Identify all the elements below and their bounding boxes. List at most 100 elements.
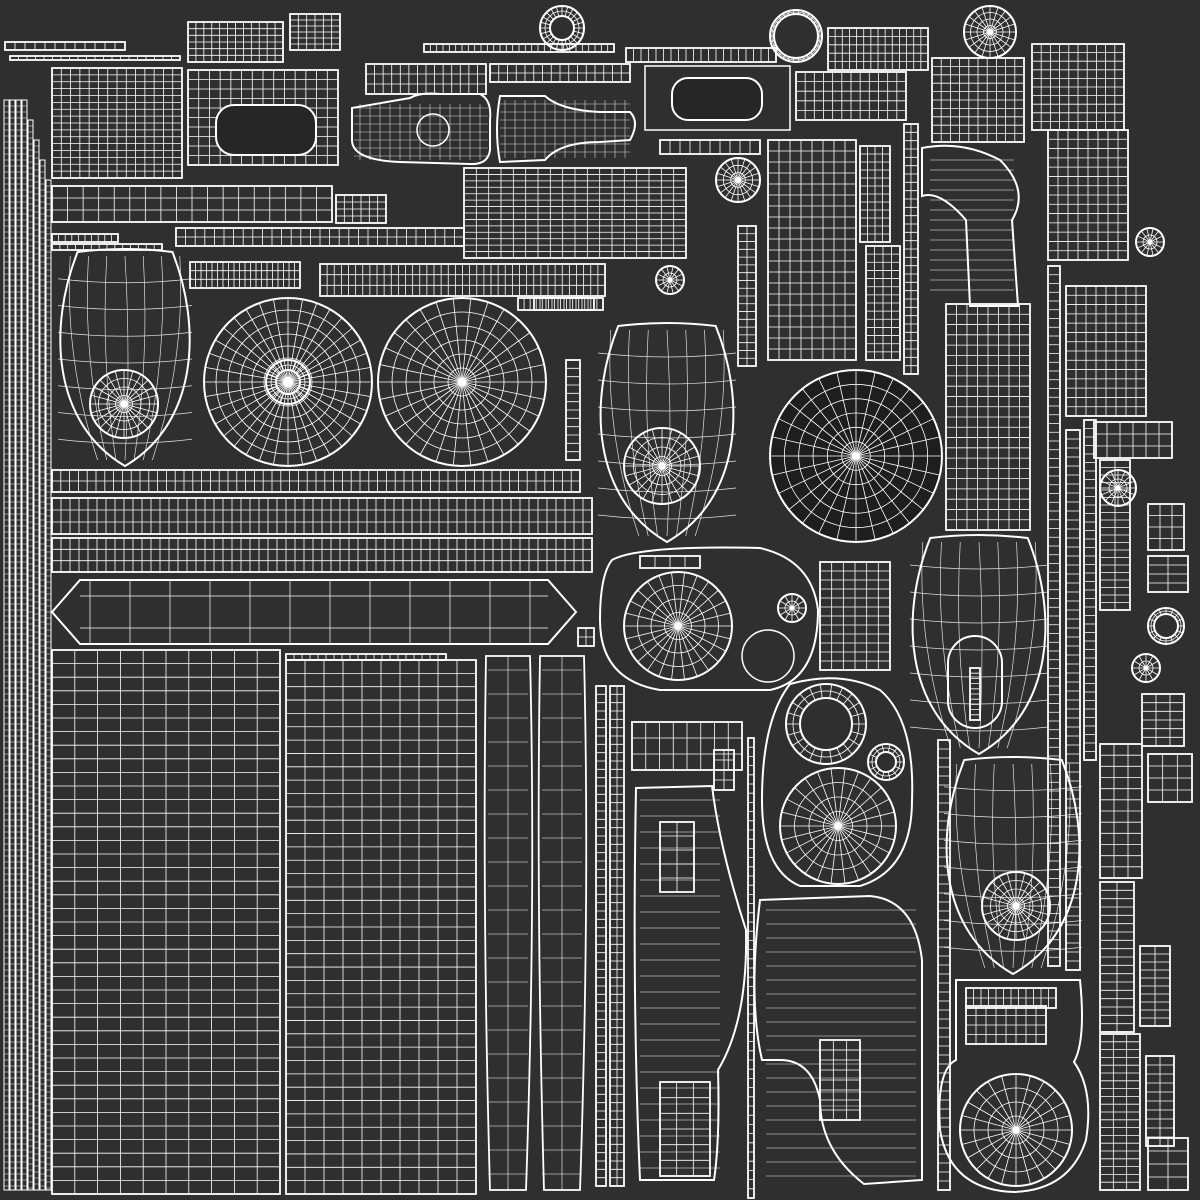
radial-disc-left [203,297,373,467]
right-parts-b [1147,503,1185,551]
strip-row-2 [51,497,593,535]
control-mini-disc [777,593,807,623]
tiny-tiles-a [565,359,581,461]
mid-col-strip-a-lines [738,226,756,366]
bottom-shell-disc-hub [1013,1127,1019,1133]
right-parts-g [1099,881,1135,1033]
narrow-strip-c-lines [904,124,918,374]
vertical-strip-mesh [488,656,528,1190]
oval-shell-bottom-right-inner-disc [981,871,1051,941]
bottle-cap-top-lines [366,64,486,94]
right-parts-i-lines [1100,1034,1140,1190]
long-bar-a-lines [58,234,112,242]
small-icon-cluster-lines [578,628,594,646]
control-oval-outline [598,546,820,691]
thin-col-a [595,685,607,1187]
right-mini-disc-spokes [1100,470,1136,506]
top-thin-bar-lines [429,44,609,52]
right-small-ring-inner [1153,613,1179,639]
top-tiles-row-lines [52,186,332,222]
right-tall-strip [1047,265,1061,967]
bottle-mesh [354,104,488,160]
bottom-shell-panel [965,987,1057,1009]
control-panel-disc-spokes [624,572,732,680]
elbow-bottom-mesh [766,909,916,1177]
mid-col-strip-d [747,737,755,1199]
large-grid-panel-center-lines [286,660,476,1194]
top-wide-grid [51,67,183,179]
top-tiles-row [51,185,333,223]
edge-strip-lines [34,139,39,1185]
narrow-strip-c [903,123,919,375]
ring-small-inner [875,751,897,773]
edge-strip [21,99,28,1191]
ring-bottom-disc-spokes [780,768,896,884]
edge-strip [39,159,46,1191]
large-grid-panel-left-lines [52,650,280,1194]
oval-shell-left-inner-disc-spokes [90,370,158,438]
small-disc-mid-hub [667,277,673,283]
right-tall-strip-3 [1083,419,1097,761]
strip-row-1 [51,469,581,493]
ring-top-inner [799,697,853,751]
block-above-tall [631,721,743,771]
top-center-small-lines [523,298,598,310]
edge-strip-lines [22,99,27,1187]
mid-col-strip-c [937,739,951,1191]
top-right-rect-grid [827,27,929,71]
radial-disc-left-hub [265,359,311,405]
block-above-tall-lines [632,722,742,770]
control-mini-disc-hub [789,605,795,611]
bottle-mesh [500,100,630,158]
edge-strip [33,139,40,1191]
slot-inner-lines [970,672,980,716]
top-ring-large-inner [773,13,819,59]
radial-disc-left-hub [285,379,291,385]
top-ring-large [769,9,823,63]
top-right-grid-d [1031,43,1125,131]
right-tall-strip-3-lines [1084,428,1096,752]
top-right-disc [963,5,1017,59]
tall-shell-panel-2 [659,1081,711,1177]
top-right-rect-grid-lines [828,28,928,70]
tall-shell-panel-2-lines [660,1082,710,1176]
top-right-grid-b [795,71,907,121]
rounded-rect-outline [215,104,317,156]
small-disc-mid [655,265,685,295]
right-parts-e [1147,753,1193,803]
small-tiles-row [335,194,387,224]
curved-panel-b-lines [946,304,1030,530]
oval-shell-bottom-right-inner-disc-spokes [982,872,1050,940]
elbow-mesh [930,159,1014,291]
grid-block-mid [819,561,891,671]
oval-shell-bottom-right-mesh [943,763,1083,969]
strip-row-3-lines [52,538,592,572]
small-disc-top [715,157,761,203]
oval-shell-right-mesh [909,541,1049,749]
right-tall-strip-2 [1065,429,1081,971]
edge-strip [45,179,52,1191]
small-disc-mid-spokes [656,266,684,294]
top-wide-strip-lines [190,262,300,288]
top-bar-small-lines [669,140,751,154]
large-grid-panel-left [51,649,281,1195]
edge-strip [15,99,22,1191]
top-wide-strip [189,261,301,289]
bottom-shell-panel-2-lines [966,1006,1046,1044]
bottom-shell-panel-2 [965,1005,1047,1045]
small-disc-top-spokes [716,158,760,202]
bottle-shape-right [496,95,636,164]
slot-outline [947,635,1003,729]
control-buttons [639,555,701,569]
right-parts-c [1147,555,1189,593]
oval-shell-bottom-right-outline [945,756,1081,976]
long-bar-a [51,233,119,243]
ring-bottom-disc-hub [835,823,841,829]
top-left-bar-2-lines [18,56,172,60]
ring-bottom-disc [779,767,897,885]
curved-elbow-top [921,144,1020,307]
left-tall-shell [633,784,748,1181]
edge-strip-lines [40,159,45,1187]
curved-panel-b [945,303,1031,531]
